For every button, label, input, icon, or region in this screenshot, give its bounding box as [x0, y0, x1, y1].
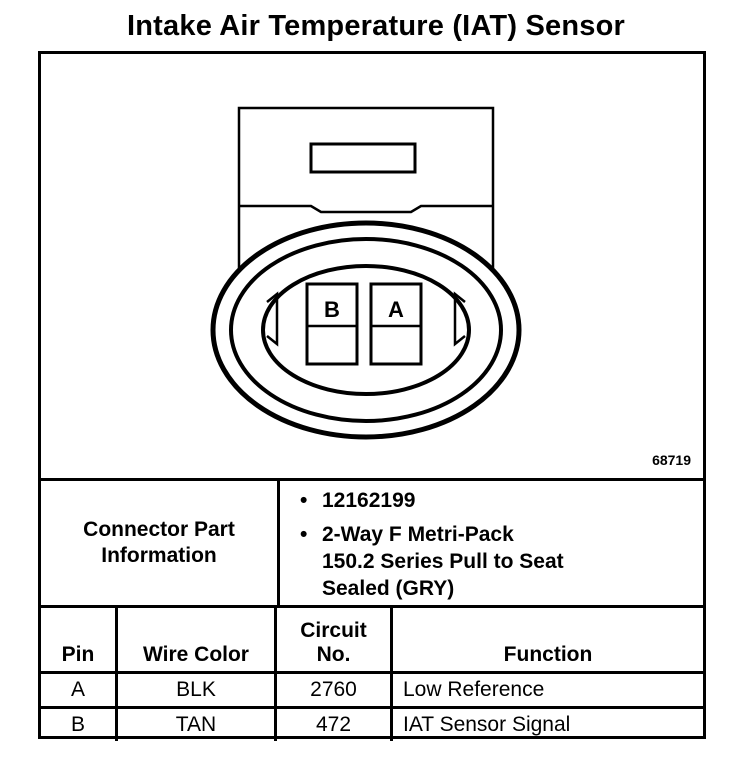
- cell-pin: A: [41, 671, 118, 709]
- info-label-line2: Information: [101, 544, 217, 567]
- cell-wire-color: TAN: [115, 706, 277, 741]
- header-circuit: Circuit No.: [274, 605, 393, 674]
- cell-circuit: 472: [274, 706, 393, 741]
- header-wire-color: Wire Color: [115, 605, 277, 674]
- part-number-item: • 12162199: [300, 487, 416, 514]
- pin-table: Pin Wire Color Circuit No. Function A BL…: [41, 605, 703, 741]
- description-item: • 2-Way F Metri-Pack 150.2 Series Pull t…: [300, 521, 564, 602]
- bullet-icon: •: [300, 523, 308, 546]
- info-list: • 12162199 • 2-Way F Metri-Pack 150.2 Se…: [280, 481, 703, 605]
- diagram-title: Intake Air Temperature (IAT) Sensor: [127, 10, 625, 42]
- header-pin: Pin: [41, 605, 118, 674]
- table-row: A BLK 2760 Low Reference: [41, 671, 703, 709]
- pin-label-b: B: [324, 297, 340, 322]
- table-header-row: Pin Wire Color Circuit No. Function: [41, 605, 703, 674]
- info-label-line1: Connector Part: [83, 518, 235, 541]
- connector-illustration: B A: [210, 106, 522, 440]
- cell-circuit: 2760: [274, 671, 393, 709]
- header-function: Function: [390, 605, 703, 674]
- diagram-frame: B A 68719 Connector Part Information • 1…: [38, 51, 706, 741]
- right-key: [453, 291, 466, 347]
- header-circuit-line1: Circuit: [300, 619, 367, 642]
- part-number: 12162199: [322, 489, 416, 512]
- description-line1: 2-Way F Metri-Pack: [322, 523, 514, 546]
- cell-pin: B: [41, 706, 118, 741]
- pin-label-a: A: [388, 297, 404, 322]
- latch-slot: [309, 142, 417, 174]
- info-label: Connector Part Information: [41, 481, 280, 605]
- connector-inner-oval: [261, 264, 471, 396]
- connector-drawing: B A 68719: [41, 54, 703, 481]
- description-line2: 150.2 Series Pull to Seat: [322, 550, 564, 573]
- header-circuit-line2: No.: [316, 643, 351, 666]
- connector-part-info: Connector Part Information • 12162199 • …: [41, 481, 703, 608]
- cell-function: Low Reference: [390, 671, 703, 709]
- left-key: [266, 291, 279, 347]
- pin-cavity-a: [369, 282, 423, 366]
- housing-step-line: [239, 204, 493, 214]
- cell-function: IAT Sensor Signal: [390, 706, 703, 741]
- pin-cavity-b: [305, 282, 359, 366]
- table-row: B TAN 472 IAT Sensor Signal: [41, 706, 703, 741]
- cell-wire-color: BLK: [115, 671, 277, 709]
- figure-number: 68719: [652, 452, 691, 468]
- bullet-icon: •: [300, 489, 308, 512]
- description-line3: Sealed (GRY): [322, 577, 455, 600]
